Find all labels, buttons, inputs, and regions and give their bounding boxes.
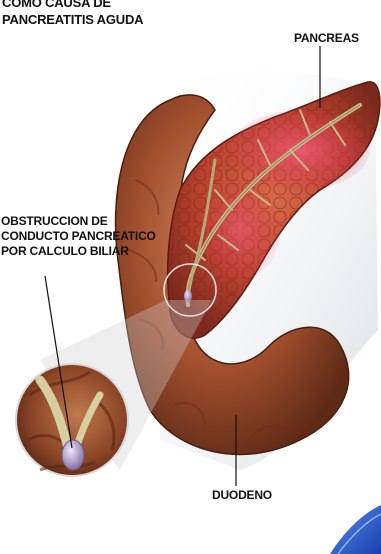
corner-decoration: [330, 505, 381, 554]
pancreas-label: PANCREAS: [294, 31, 359, 46]
inflammation-area: [230, 110, 370, 190]
title-line-2: PANCREATITIS AGUDA: [2, 11, 143, 28]
obstruction-label-line-3: POR CALCULO BILIAR: [1, 244, 156, 259]
title-line-1: COMO CAUSA DE: [2, 0, 143, 11]
obstruction-label: OBSTRUCCION DE CONDUCTO PANCREATICO POR …: [1, 214, 156, 259]
duodenum-label: DUODENO: [212, 488, 272, 503]
gallstone: [62, 440, 84, 470]
obstruction-label-line-1: OBSTRUCCION DE: [1, 214, 156, 229]
obstruction-label-line-2: CONDUCTO PANCREATICO: [1, 229, 156, 244]
magnified-inset: [16, 364, 128, 476]
diagram-title: COMO CAUSA DE PANCREATITIS AGUDA: [2, 0, 143, 28]
